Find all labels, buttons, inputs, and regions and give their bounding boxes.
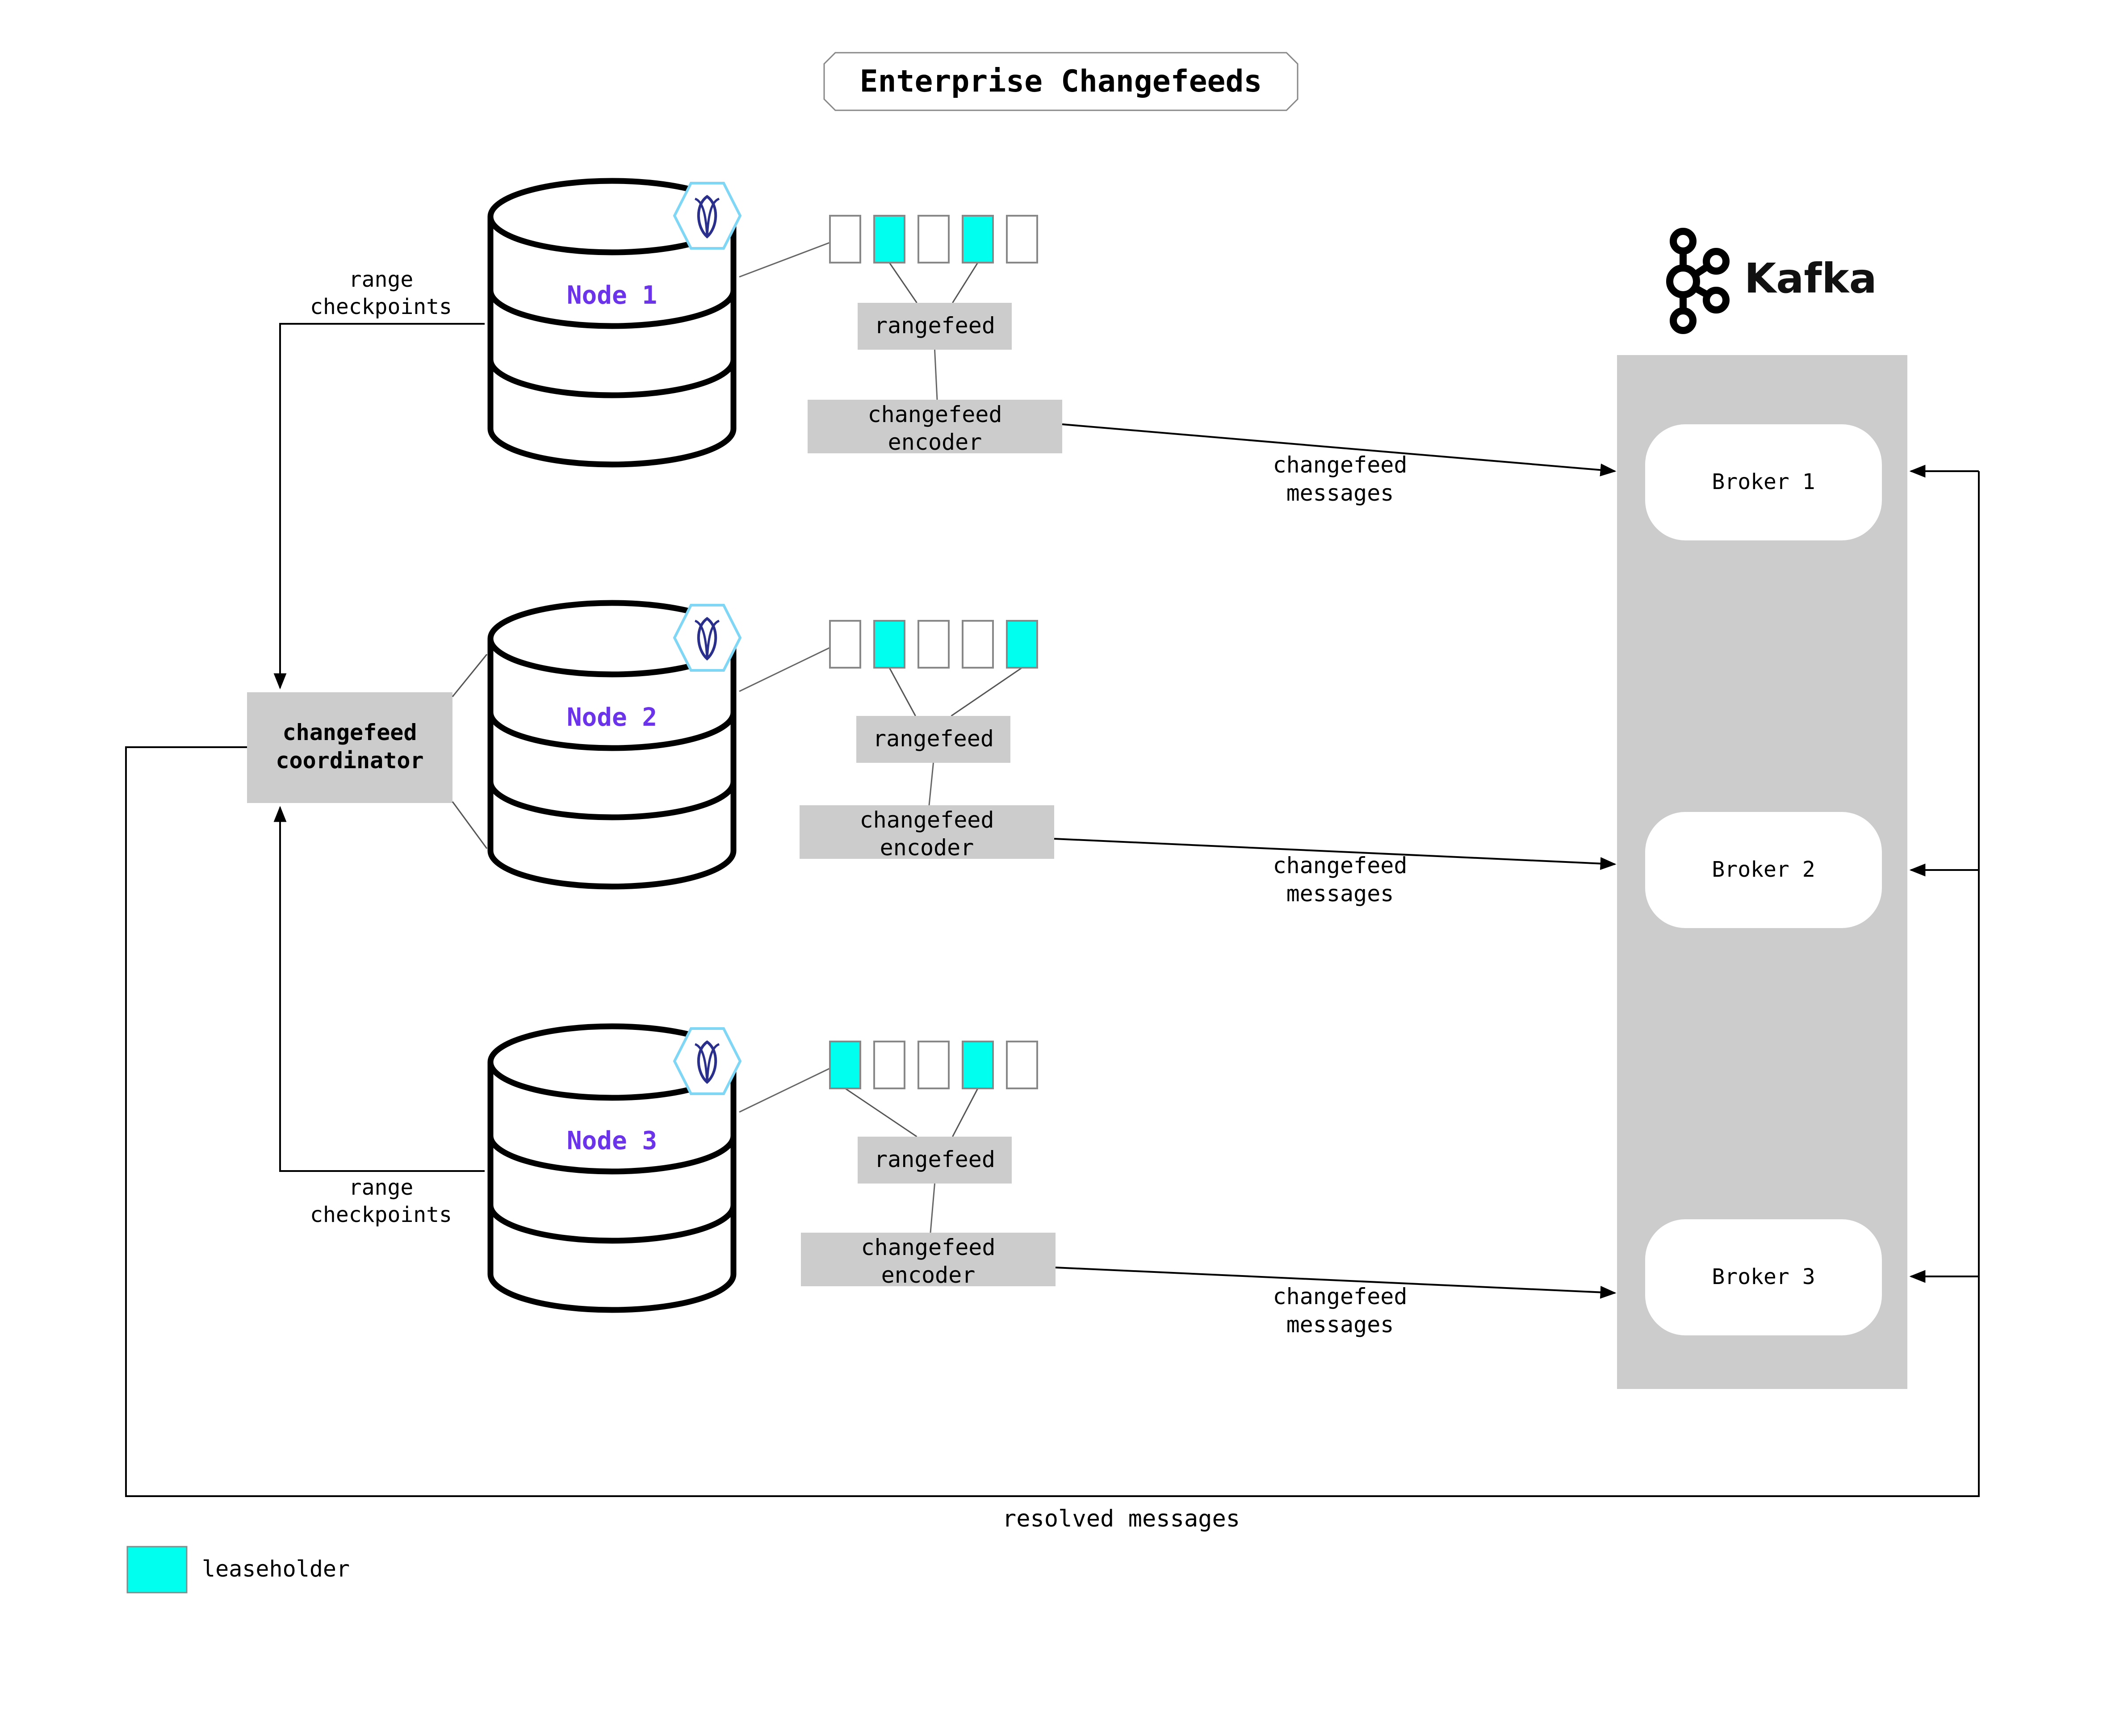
node-label: Node 2: [567, 703, 657, 732]
encoder-label-line2: encoder: [880, 835, 974, 861]
messages-label-line1: changefeed: [1273, 1284, 1407, 1309]
messages-label-line2: messages: [1286, 1312, 1394, 1338]
checkpoint-arrow-top: [273, 323, 485, 690]
checkpoints-top-line2: checkpoints: [310, 294, 452, 319]
coordinator-node2-connector-bottom: [452, 801, 488, 849]
encoder-label-line1: changefeed: [861, 1234, 995, 1260]
cockroach-icon: [673, 182, 742, 250]
range-replica: [917, 215, 950, 264]
rangefeed-box: [858, 1137, 1012, 1184]
rangefeed-label: rangefeed: [874, 1146, 995, 1172]
page-title: Enterprise Changefeeds: [860, 64, 1262, 99]
broker-2: Broker 2: [1645, 812, 1882, 928]
title-box: Enterprise Changefeeds: [823, 52, 1299, 111]
resolved-messages-line: [125, 471, 1980, 1497]
checkpoints-top-line1: range: [349, 267, 414, 292]
database-icon: [487, 178, 737, 468]
node-label: Node 1: [567, 281, 657, 310]
rangefeed-box: [856, 716, 1010, 763]
resolved-messages-label: resolved messages: [1002, 1506, 1240, 1532]
changefeed-messages-arrow: [1054, 838, 1617, 870]
legend-label: leaseholder: [202, 1556, 350, 1582]
db-range-connector: [739, 1067, 830, 1113]
legend-swatch: [126, 1546, 188, 1594]
range-replica: [1006, 215, 1038, 264]
pipeline-node-2: rangefeedchangefeedencoderchangefeedmess…: [739, 620, 1617, 907]
checkpoints-bottom-line2: checkpoints: [310, 1202, 452, 1227]
range-replica: [829, 215, 861, 264]
leaseholder-rangefeed-connector: [951, 667, 1022, 717]
messages-label-line2: messages: [1286, 881, 1394, 907]
changefeed-messages-arrow: [1055, 1267, 1617, 1299]
node-label: Node 3: [567, 1126, 657, 1155]
encoder-box: [800, 805, 1054, 859]
node-2: Node 2: [487, 600, 742, 890]
node-3: Node 3: [487, 1023, 742, 1313]
cockroach-icon: [673, 604, 742, 672]
broker-3: Broker 3: [1645, 1219, 1882, 1335]
range-leaseholder: [962, 1041, 994, 1089]
coordinator-line1: changefeed: [282, 719, 417, 745]
range-replica: [829, 620, 861, 669]
kafka-logo: Kafka: [1666, 228, 1877, 334]
changefeed-messages-arrow: [1062, 423, 1617, 477]
rangefeed-encoder-connector: [934, 349, 938, 400]
range-replica: [917, 620, 950, 669]
range-replica: [917, 1041, 950, 1089]
encoder-label-line1: changefeed: [867, 402, 1002, 427]
messages-label-line1: changefeed: [1273, 853, 1407, 878]
rangefeed-encoder-connector: [930, 1183, 935, 1233]
coordinator-line2: coordinator: [276, 748, 423, 774]
db-range-connector: [739, 647, 830, 692]
encoder-label-line2: encoder: [888, 429, 982, 455]
broker-label: Broker 3: [1712, 1264, 1815, 1289]
range-replica: [873, 1041, 905, 1089]
range-leaseholder: [962, 215, 994, 264]
broker-label: Broker 2: [1712, 857, 1815, 882]
leaseholder-rangefeed-connector: [952, 1088, 979, 1137]
rangefeed-label: rangefeed: [873, 726, 994, 752]
node-1: Node 1: [487, 178, 742, 468]
rangefeed-box: [858, 303, 1012, 350]
range-leaseholder: [1006, 620, 1038, 669]
range-leaseholder: [873, 215, 905, 264]
kafka-icon: [1666, 228, 1730, 334]
broker-label: Broker 1: [1712, 469, 1815, 494]
range-replica: [1006, 1041, 1038, 1089]
coordinator-node2-connector-top: [452, 654, 488, 697]
db-range-connector: [739, 242, 830, 278]
leaseholder-rangefeed-connector: [952, 262, 979, 303]
messages-label-line1: changefeed: [1273, 452, 1407, 478]
checkpoint-arrow-bottom: [273, 806, 485, 1172]
range-leaseholder: [829, 1041, 861, 1089]
database-icon: [487, 600, 737, 890]
pipeline-node-1: rangefeedchangefeedencoderchangefeedmess…: [739, 215, 1617, 506]
leaseholder-rangefeed-connector: [845, 1088, 917, 1138]
kafka-logo-text: Kafka: [1744, 255, 1877, 302]
encoder-label-line1: changefeed: [859, 807, 994, 833]
changefeed-coordinator: changefeed coordinator: [247, 692, 452, 803]
broker-1: Broker 1: [1645, 424, 1882, 540]
encoder-label-line2: encoder: [881, 1262, 976, 1288]
leaseholder-rangefeed-connector: [888, 667, 916, 716]
checkpoints-bottom-line1: range: [349, 1175, 414, 1200]
rangefeed-encoder-connector: [928, 762, 934, 806]
cockroach-icon: [673, 1027, 742, 1095]
encoder-box: [801, 1233, 1056, 1286]
encoder-box: [808, 400, 1062, 453]
legend: leaseholder: [126, 1546, 350, 1594]
pipeline-node-3: rangefeedchangefeedencoderchangefeedmess…: [739, 1041, 1617, 1338]
pipelines: rangefeedchangefeedencoderchangefeedmess…: [739, 215, 1617, 1338]
leaseholder-rangefeed-connector: [888, 262, 917, 303]
rangefeed-label: rangefeed: [874, 313, 995, 339]
range-replica: [962, 620, 994, 669]
messages-label-line2: messages: [1286, 480, 1394, 506]
range-leaseholder: [873, 620, 905, 669]
